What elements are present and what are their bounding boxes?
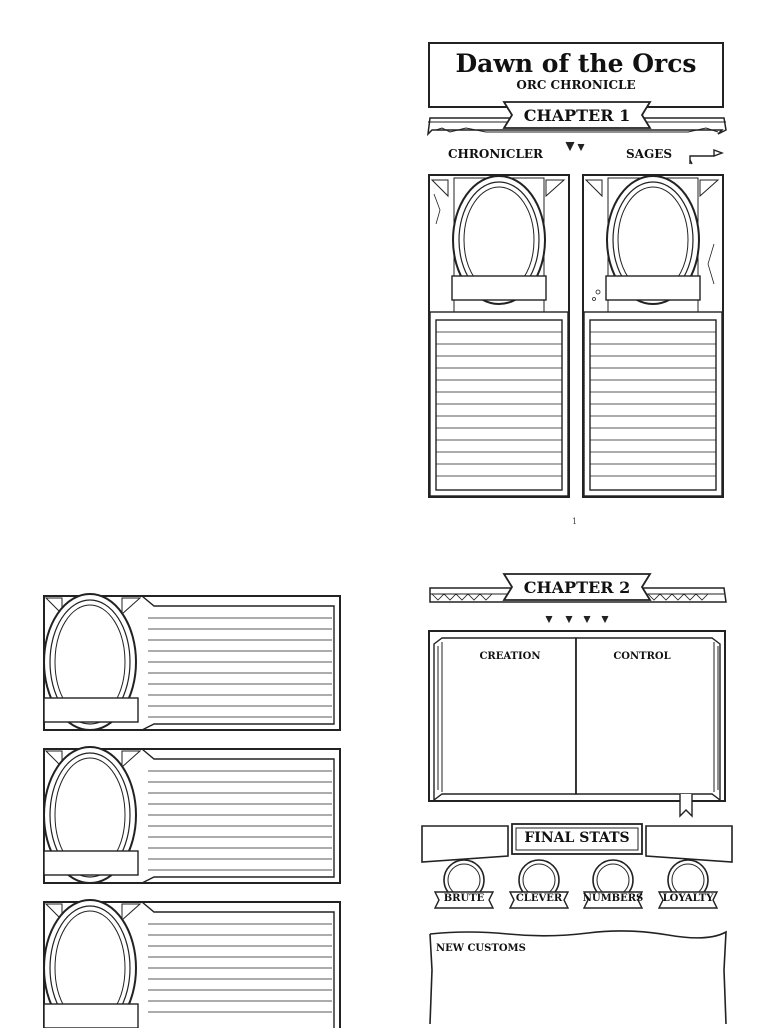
chapter2-title: CHAPTER 2 (523, 578, 631, 597)
control-label: CONTROL (613, 651, 671, 662)
chronicler-label: CHRONICLER (448, 147, 544, 161)
creation-label: CREATION (479, 651, 541, 662)
chronicler-card (428, 174, 570, 498)
page-subtitle: ORC CHRONICLE (516, 78, 636, 92)
chapter2-banner-graphic (429, 573, 727, 624)
title-box: Dawn of the Orcs ORC CHRONICLE (428, 42, 724, 108)
loyalty-stat-medallion (657, 859, 719, 909)
final-stats-title: FINAL STATS (524, 830, 630, 846)
sages-card (582, 174, 724, 498)
portrait-row-card (43, 593, 341, 731)
open-book-graphic (428, 630, 726, 818)
portrait-row-card (43, 899, 341, 1028)
new-customs-label: NEW CUSTOMS (436, 943, 526, 954)
portrait-row-card (43, 746, 341, 884)
stat-label-clever: CLEVER (515, 893, 563, 904)
page-title: Dawn of the Orcs (455, 49, 697, 78)
page-number: 1 (572, 517, 578, 526)
numbers-stat-medallion (582, 859, 644, 909)
new-customs-box (429, 930, 727, 1025)
final-stats-banner-graphic (421, 823, 733, 863)
chapter1-title: CHAPTER 1 (523, 106, 631, 125)
sages-label: SAGES (626, 147, 673, 161)
stat-label-loyalty: LOYALTY (662, 893, 714, 904)
arrow-icon (689, 148, 724, 165)
brute-stat-medallion (433, 859, 495, 909)
chapter1-banner-graphic (426, 101, 727, 152)
stat-label-numbers: NUMBERS (582, 893, 644, 904)
stat-label-brute: BRUTE (443, 893, 485, 904)
clever-stat-medallion (508, 859, 570, 909)
